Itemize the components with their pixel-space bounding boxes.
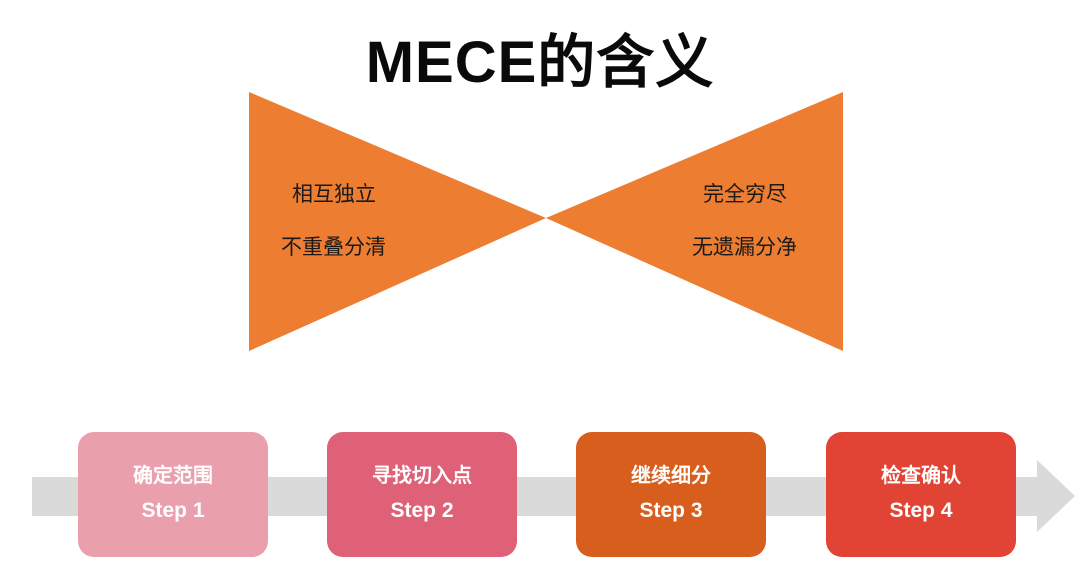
process-arrow-head — [1037, 460, 1075, 532]
page-title: MECE的含义 — [365, 30, 715, 95]
right-line-1: 完全穷尽 — [703, 182, 787, 206]
step-4-label: 检查确认 — [881, 463, 961, 487]
step-3-box: 继续细分 Step 3 — [576, 432, 766, 557]
right-triangle — [546, 92, 843, 351]
step-4-box: 检查确认 Step 4 — [826, 432, 1016, 557]
left-line-2: 不重叠分清 — [281, 235, 386, 259]
step-1-box: 确定范围 Step 1 — [78, 432, 268, 557]
step-4-number: Step 4 — [889, 499, 953, 522]
step-1-label: 确定范围 — [133, 463, 213, 487]
step-3-label: 继续细分 — [631, 463, 711, 487]
step-3-number: Step 3 — [639, 499, 703, 522]
step-2-label: 寻找切入点 — [372, 463, 472, 487]
step-2-number: Step 2 — [390, 499, 454, 522]
left-line-1: 相互独立 — [292, 182, 376, 206]
step-2-box: 寻找切入点 Step 2 — [327, 432, 517, 557]
right-line-2: 无遗漏分净 — [692, 235, 797, 259]
step-1-number: Step 1 — [141, 499, 205, 522]
left-triangle — [249, 92, 546, 351]
